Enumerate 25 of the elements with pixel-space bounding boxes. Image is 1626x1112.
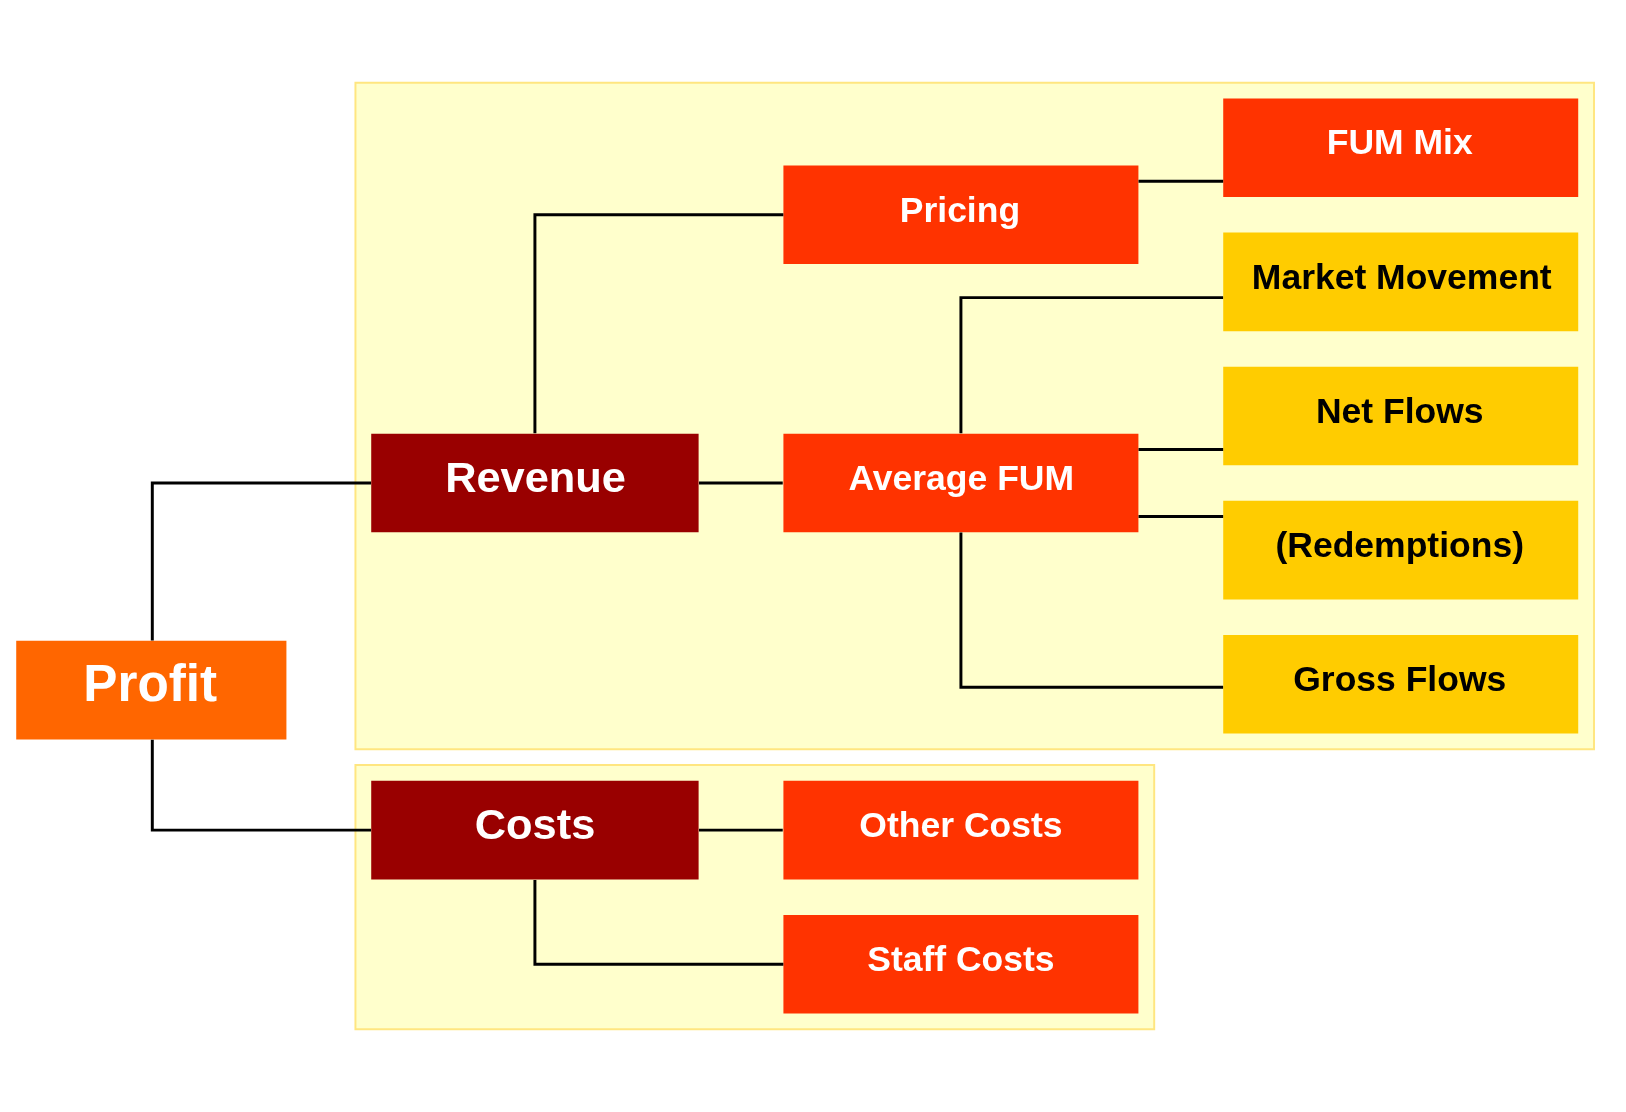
connector [150,481,371,641]
node-box: Other Costs [783,780,1139,880]
node-box: Pricing [783,165,1139,265]
connector [533,213,784,434]
node-box: Net Flows [1223,366,1579,466]
node-box: Costs [371,780,699,880]
node-box: Revenue [371,433,699,533]
connector [1138,515,1224,519]
node-box: Profit [16,640,287,740]
connector [959,296,1224,434]
connector [533,880,784,966]
node-box: (Redemptions) [1223,500,1579,600]
node-box: Market Movement [1223,232,1579,332]
node-box: Average FUM [783,433,1139,533]
connector [1138,179,1224,183]
node-box: FUM Mix [1223,98,1579,198]
connector [150,739,371,832]
node-box: Gross Flows [1223,634,1579,734]
node-box: Staff Costs [783,914,1139,1014]
connector [959,532,1224,689]
connector [699,828,783,832]
cluster [354,764,1156,1031]
connector [699,481,783,485]
cluster [354,81,1595,751]
connector [1138,448,1224,451]
